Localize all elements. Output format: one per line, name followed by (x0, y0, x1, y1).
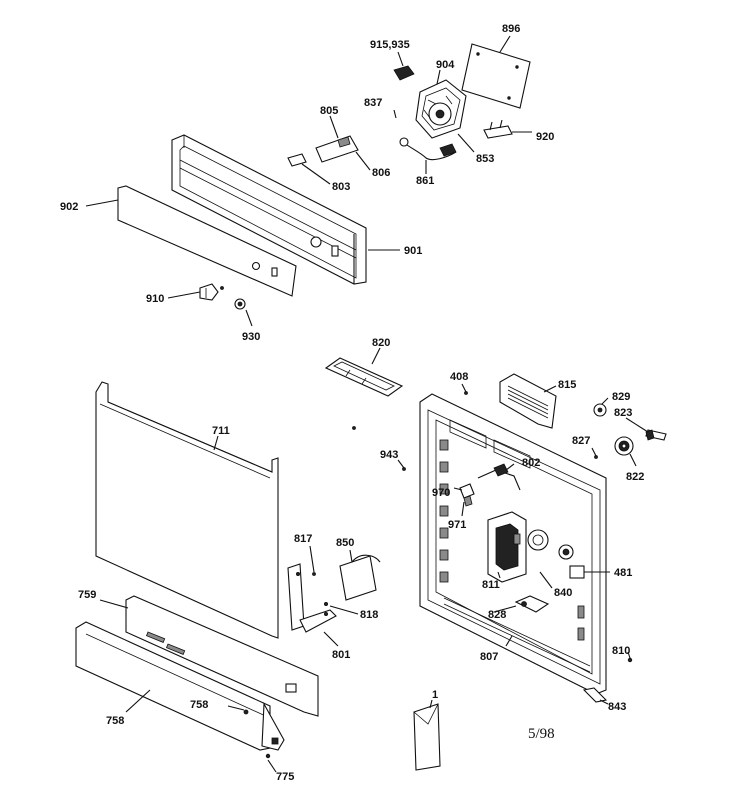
part-829-cap (593, 403, 607, 417)
part-970-971 (459, 483, 475, 507)
label-810: 810 (612, 645, 630, 657)
label-801: 801 (332, 649, 350, 661)
label-817: 817 (294, 533, 312, 545)
label-822: 822 (626, 471, 644, 483)
label-840: 840 (554, 587, 572, 599)
label-775: 775 (276, 771, 294, 783)
label-815: 815 (558, 379, 576, 391)
part-811-dispenser (487, 511, 527, 583)
label-820: 820 (372, 337, 390, 349)
label-758-panel: 758 (106, 715, 124, 727)
part-1-literature (413, 703, 441, 771)
part-915-module (393, 65, 415, 81)
label-711: 711 (212, 425, 230, 437)
label-759: 759 (78, 589, 96, 601)
label-811: 811 (482, 579, 500, 591)
label-920: 920 (536, 131, 554, 143)
part-823-rod (645, 429, 667, 441)
part-904-timer (415, 79, 467, 139)
label-901: 901 (404, 245, 422, 257)
part-815-vent (499, 373, 557, 429)
part-820-vent (324, 357, 404, 397)
label-896: 896 (502, 23, 520, 35)
part-902-fascia (117, 185, 297, 297)
part-843-rail (582, 687, 608, 703)
label-853: 853 (476, 153, 494, 165)
label-828: 828 (488, 609, 506, 621)
part-930-button (234, 298, 246, 310)
label-843: 843 (608, 701, 626, 713)
part-861-harness (399, 137, 457, 161)
part-758-toe-panel (75, 621, 285, 751)
part-828-arm (514, 595, 550, 613)
part-806-bracket (315, 135, 359, 163)
label-827: 827 (572, 435, 590, 447)
part-901-control-panel (171, 134, 367, 285)
label-915-935: 915,935 (370, 39, 410, 51)
part-803-switch (287, 153, 307, 167)
part-822-gear (614, 436, 634, 456)
label-829: 829 (612, 391, 630, 403)
label-481: 481 (614, 567, 632, 579)
label-408: 408 (450, 371, 468, 383)
part-850-plate (339, 554, 381, 601)
label-904: 904 (436, 59, 455, 71)
label-1: 1 (432, 689, 438, 701)
part-896-cover-plate (461, 43, 531, 109)
part-840-rinse-aid (527, 529, 574, 560)
label-805: 805 (320, 105, 338, 117)
label-970: 970 (432, 487, 450, 499)
label-850: 850 (336, 537, 354, 549)
label-807: 807 (480, 651, 498, 663)
part-920-bracket (483, 119, 513, 139)
label-971: 971 (448, 519, 466, 531)
label-861: 861 (416, 175, 434, 187)
label-837: 837 (364, 97, 382, 109)
part-802-hinge (477, 463, 521, 491)
label-802: 802 (522, 457, 540, 469)
part-481-box (569, 565, 585, 579)
part-759-bracket (125, 595, 319, 717)
label-823: 823 (614, 407, 632, 419)
inner-door-slots (439, 439, 449, 583)
label-943: 943 (380, 449, 398, 461)
label-902: 902 (60, 201, 78, 213)
part-910-knob (199, 283, 224, 301)
label-806: 806 (372, 167, 390, 179)
date-code: 5/98 (528, 726, 555, 742)
part-801-hinge-arm (287, 563, 337, 633)
label-818: 818 (360, 609, 378, 621)
part-711-outer-panel (95, 381, 279, 639)
label-910: 910 (146, 293, 164, 305)
label-758-screw: 758 (190, 699, 208, 711)
label-930: 930 (242, 331, 260, 343)
label-803: 803 (332, 181, 350, 193)
